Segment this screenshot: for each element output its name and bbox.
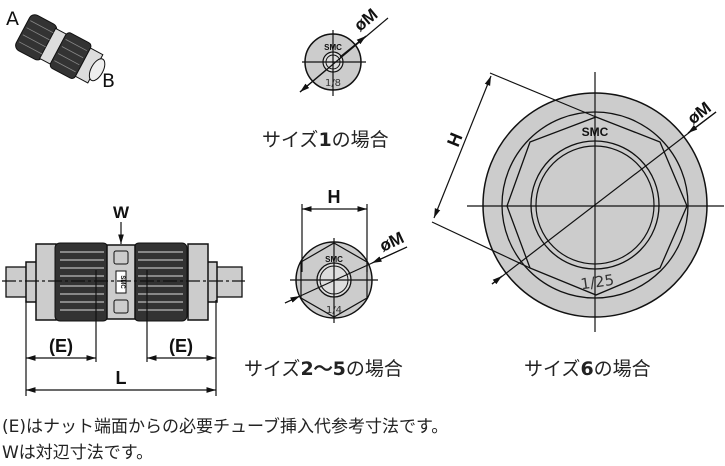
dim-m-label: øM xyxy=(350,5,381,35)
smc-logo: SMC xyxy=(324,43,342,52)
dim-l-label: L xyxy=(116,368,127,388)
size1-caption: サイズ1の場合 xyxy=(262,129,389,151)
side-view: SMC W (E) (E) L xyxy=(2,203,245,396)
dim-h-label: H xyxy=(328,187,341,207)
note-w-dimension: Wは対辺寸法です。 xyxy=(2,443,154,463)
size2-5-caption: サイズ2〜5の場合 xyxy=(244,358,403,380)
size1-end-view: SMC 1/8 øM サイズ1の場合 xyxy=(262,5,389,151)
thread-label: 1/8 xyxy=(325,78,341,89)
isometric-fitting-view: A B xyxy=(6,8,115,92)
thread-label: 1/25 xyxy=(579,271,615,294)
smc-logo: SMC xyxy=(325,255,343,264)
dim-m-label: øM xyxy=(684,98,715,128)
note-e-dimension: (E)はナット端面からの必要チューブ挿入代参考寸法です。 xyxy=(2,417,449,437)
dim-e-right-label: (E) xyxy=(169,336,193,356)
label-a: A xyxy=(6,8,19,30)
smc-logo: SMC xyxy=(582,125,609,139)
size6-end-view: H SMC 1/25 øM サイズ6の場合 xyxy=(431,72,724,380)
dim-e-left-label: (E) xyxy=(49,336,73,356)
label-b: B xyxy=(102,70,115,92)
dim-w-label: W xyxy=(113,203,130,222)
size2-5-end-view: H SMC 1/4 øM サイズ2〜5の場合 xyxy=(244,187,408,380)
size6-caption: サイズ6の場合 xyxy=(524,358,651,380)
thread-label: 1/4 xyxy=(326,305,342,316)
smc-logo: SMC xyxy=(119,275,125,289)
dim-m-label: øM xyxy=(377,228,407,256)
